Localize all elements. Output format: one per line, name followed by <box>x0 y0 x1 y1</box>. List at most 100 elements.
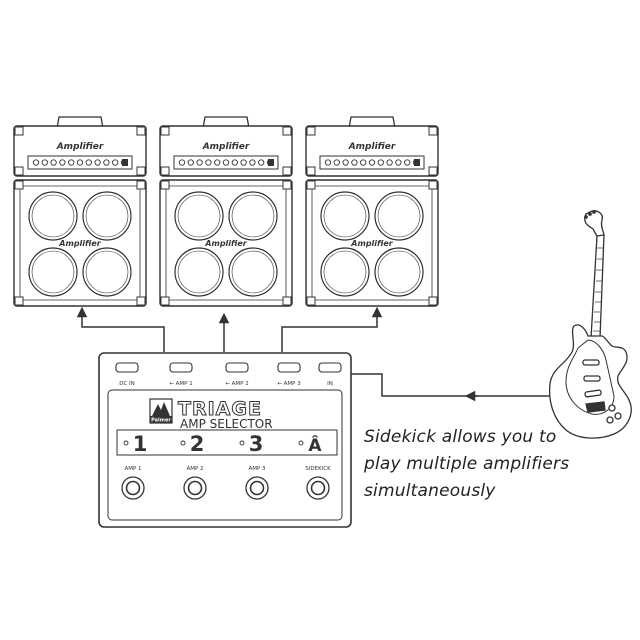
caption-line-2: play multiple amplifiers <box>364 454 570 474</box>
amp-knob <box>386 159 393 166</box>
footswitch-button[interactable] <box>187 480 203 496</box>
amp-knob <box>231 159 238 166</box>
amp-handle <box>56 116 104 129</box>
corner-protector <box>428 126 438 136</box>
jack-socket <box>277 362 301 373</box>
corner-protector <box>282 296 292 306</box>
corner-protector <box>14 126 24 136</box>
pedal-subtitle: AMP SELECTOR <box>180 417 273 431</box>
corner-protector <box>160 296 170 306</box>
jack-dc-in: DC IN <box>115 362 139 387</box>
amp-power-switch <box>122 159 128 166</box>
channel-number: 3 <box>249 432 264 456</box>
amp-knob <box>368 159 376 166</box>
speaker-surround <box>323 250 367 294</box>
footswitches: AMP 1 AMP 2 AMP 3 SIDEKICK <box>121 466 331 500</box>
amp-handle <box>202 116 250 129</box>
speaker-cone <box>320 247 370 297</box>
amp-knob <box>32 159 40 166</box>
channel-1: 1 <box>123 432 148 456</box>
amp-knob <box>59 159 66 166</box>
channel-led <box>180 440 186 446</box>
cable-to-amp-1 <box>76 306 165 352</box>
cabinet-grille <box>165 185 287 301</box>
channel-sidekick: Â <box>298 434 322 456</box>
amp-head-label: Amplifier <box>56 142 104 152</box>
amp-head-label: Amplifier <box>348 142 396 152</box>
footswitch-amp-1[interactable]: AMP 1 <box>121 466 145 500</box>
amp-knob <box>342 159 349 166</box>
amp-knob <box>85 159 92 166</box>
footswitch-button[interactable] <box>125 480 141 496</box>
jack-label: ← AMP 1 <box>169 381 192 387</box>
cabinet-grille <box>311 185 433 301</box>
jack-in: IN <box>318 362 342 387</box>
corner-protector <box>136 180 146 190</box>
speaker-surround <box>377 250 421 294</box>
corner-protector <box>306 126 316 136</box>
jack-amp-1: ← AMP 1 <box>169 362 193 387</box>
amp-knob <box>214 159 221 166</box>
corner-protector <box>428 180 438 190</box>
guitar-neck <box>590 234 605 339</box>
speaker-surround <box>177 194 221 238</box>
footswitch-amp-3[interactable]: AMP 3 <box>245 466 269 500</box>
corner-protector <box>306 180 316 190</box>
amp-cab-label: Amplifier <box>350 239 393 248</box>
jack-label: ← AMP 3 <box>277 381 301 387</box>
channel-number: 1 <box>133 432 148 456</box>
jack-label: DC IN <box>119 381 135 387</box>
footswitch-amp-2[interactable]: AMP 2 <box>183 466 207 500</box>
brand-name: Palmer <box>151 418 171 424</box>
speaker-cone <box>228 191 278 241</box>
corner-protector <box>306 166 316 176</box>
amp-knob <box>333 159 340 166</box>
footswitch-sidekick[interactable]: SIDEKICK <box>305 466 331 500</box>
guitar-headstock <box>584 210 605 239</box>
sidekick-symbol: Â <box>308 434 322 456</box>
channel-indicators: 1 2 3 Â <box>123 432 322 456</box>
amp-knob <box>258 159 265 166</box>
brand-logo: Palmer <box>149 398 173 424</box>
speaker-cone <box>320 191 370 241</box>
corner-protector <box>160 180 170 190</box>
speaker-cone <box>82 191 132 241</box>
pedal-body <box>98 352 352 528</box>
speaker-cone <box>374 247 424 297</box>
amp-handle <box>348 116 396 129</box>
amp-knob <box>395 159 402 166</box>
cable-from-guitar <box>337 360 478 397</box>
amp-knob <box>76 159 84 166</box>
amp-knob <box>377 159 384 166</box>
amp-knob <box>240 159 247 166</box>
speaker-surround <box>85 250 129 294</box>
speaker-cone <box>228 247 278 297</box>
cabinet-grille <box>19 185 141 301</box>
amp-knob <box>68 159 75 166</box>
amp-knob <box>205 159 212 166</box>
amp-knob <box>222 159 230 166</box>
footswitch-button[interactable] <box>310 480 326 496</box>
amp-knob <box>404 159 411 166</box>
speaker-surround <box>85 194 129 238</box>
pedal-title: TRIAGE <box>178 398 262 420</box>
footswitch-button[interactable] <box>249 480 265 496</box>
channel-2: 2 <box>180 432 204 456</box>
footswitch-label: SIDEKICK <box>305 466 331 472</box>
amp-knob <box>94 159 101 166</box>
corner-protector <box>306 296 316 306</box>
corner-protector <box>282 180 292 190</box>
amp-knob <box>103 159 110 166</box>
caption-line-3: simultaneously <box>364 481 496 501</box>
speaker-surround <box>231 194 275 238</box>
channel-strip <box>116 429 338 456</box>
sidekick-caption: Sidekick allows you to play multiple amp… <box>364 424 634 505</box>
corner-protector <box>160 126 170 136</box>
jack-socket <box>169 362 193 373</box>
channel-led <box>239 440 245 446</box>
cable-to-amp-3 <box>281 306 383 352</box>
amp-knob <box>324 159 332 166</box>
pedal-face <box>107 389 343 521</box>
footswitch-label: AMP 2 <box>186 466 203 472</box>
